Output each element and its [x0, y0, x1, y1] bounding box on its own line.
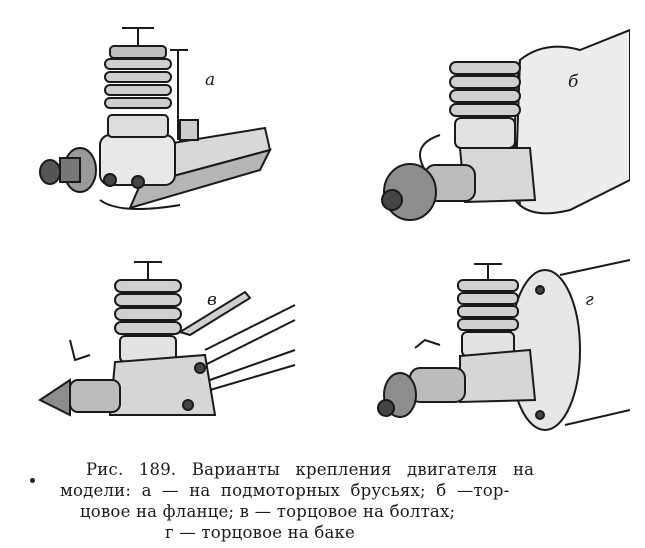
panel-letter-a: а	[205, 70, 216, 90]
figure-g-tank-mount	[370, 250, 630, 440]
panel-letter-g: г	[585, 290, 594, 310]
panel-letter-b: б	[568, 72, 579, 92]
figure-b-flange-mount	[370, 20, 630, 230]
engine-illustration	[39, 27, 272, 210]
caption-line-4: г — торцовое на баке	[165, 523, 355, 542]
caption-line-3: цовое на фланце; в — торцовое на болтах;	[80, 502, 456, 521]
engine-illustration	[381, 28, 630, 221]
caption-line-1: Рис. 189. Варианты крепления двигателя н…	[86, 460, 535, 479]
figure-a-engine-on-bearers	[30, 10, 280, 220]
figure-caption: Рис. 189. Варианты крепления двигателя н…	[60, 459, 600, 543]
caption-line-2: модели: а — на подмоторных брусьях; б —т…	[60, 481, 510, 500]
engine-illustration	[38, 261, 296, 417]
engine-illustration	[377, 259, 630, 431]
print-speck	[30, 478, 35, 483]
panel-letter-v: в	[207, 290, 217, 310]
figure-v-bolt-mount	[30, 240, 300, 440]
